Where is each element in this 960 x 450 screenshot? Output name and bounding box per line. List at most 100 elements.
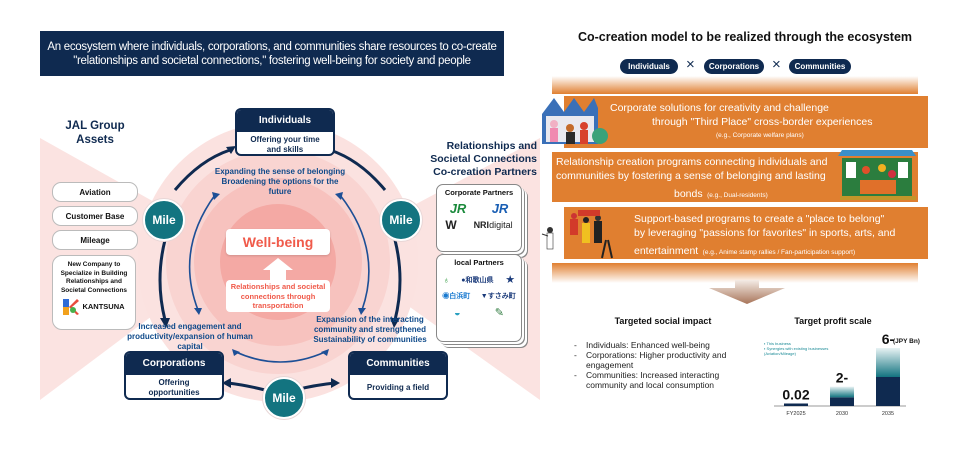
legend-item-this-business: ▪ This business bbox=[764, 341, 791, 346]
arrowhead bbox=[222, 378, 231, 388]
node-individuals: Individuals Offering your time and skill… bbox=[235, 108, 335, 156]
impact-item: Individuals: Enhanced well-being bbox=[572, 340, 752, 350]
node-line: Offering your time bbox=[250, 135, 320, 144]
jal-assets-title-line2: Assets bbox=[76, 134, 114, 146]
new-company-line: New Company to bbox=[67, 261, 121, 268]
times-symbol: × bbox=[686, 56, 695, 73]
jr-east-logo: JR bbox=[449, 201, 467, 216]
jr-west-logo: JR bbox=[491, 201, 509, 216]
bar-synergies-2035 bbox=[876, 348, 900, 377]
inner-arc-left bbox=[188, 194, 216, 311]
kantsuna-logo-text: KANTSUNA bbox=[82, 301, 125, 311]
corporate-logos-row1: JR JR bbox=[437, 201, 521, 216]
ecosystem-banner: An ecosystem where individuals, corporat… bbox=[40, 31, 504, 76]
program-line: Relationship creation programs connectin… bbox=[556, 156, 828, 168]
down-arrow-icon bbox=[709, 280, 785, 304]
arc-mile-to-individuals bbox=[173, 148, 231, 191]
program-example: (e.g., Anime stamp rallies / Fan-partici… bbox=[702, 249, 856, 256]
program-example: (e.g., Corporate welfare plans) bbox=[716, 132, 804, 139]
local-city-logo: ✎ bbox=[494, 307, 504, 319]
inner-arc-bottom bbox=[235, 351, 326, 363]
caption-line: Broadening the options for the future bbox=[221, 177, 339, 196]
new-company-line: Relationships and bbox=[66, 278, 122, 285]
caption-line: Sustainability of communities bbox=[313, 335, 427, 344]
node-communities-title: Communities bbox=[350, 353, 446, 375]
program-line: Support-based programs to create a "plac… bbox=[634, 213, 885, 225]
gradient-band-top bbox=[552, 76, 918, 94]
arc-left-down bbox=[158, 239, 167, 321]
bar-this-business-2035 bbox=[876, 377, 900, 406]
kamishihoro-logo: ♁ bbox=[442, 274, 450, 285]
profit-unit: (JPY Bn) bbox=[893, 338, 920, 345]
corporate-partners-title: Corporate Partners bbox=[444, 188, 514, 197]
community-hut-illustration-icon bbox=[838, 150, 916, 200]
arc-right-down bbox=[393, 239, 402, 321]
node-line: and skills bbox=[266, 145, 304, 154]
caption-communities: Expansion of the interacting community a… bbox=[305, 315, 435, 345]
impact-item: Corporations: Higher productivity and en… bbox=[572, 350, 752, 370]
asset-mileage: Mileage bbox=[52, 230, 138, 250]
impact-title: Targeted social impact bbox=[614, 316, 712, 326]
arrowhead bbox=[160, 318, 170, 328]
node-individuals-body: Offering your time and skills bbox=[237, 132, 333, 154]
wellbeing-label: Well-being bbox=[226, 229, 330, 255]
jal-assets-title: JAL Group Assets bbox=[58, 119, 132, 147]
node-corporations-title: Corporations bbox=[126, 353, 222, 375]
center-sub-line: Relationships and societal bbox=[230, 282, 326, 291]
local-logos-row2: ◉白浜町 ▼すさみ町 bbox=[437, 291, 521, 301]
node-corporations: Corporations Offering opportunities bbox=[124, 351, 224, 400]
legend-label: Synergies with existing businesses (Avia… bbox=[764, 346, 829, 356]
chip-individuals: Individuals bbox=[620, 59, 678, 74]
arrowhead bbox=[331, 378, 340, 388]
data-label-2030: 2- bbox=[836, 370, 849, 386]
bar-this-business-fy2025 bbox=[784, 403, 808, 406]
node-communities: Communities Providing a field bbox=[348, 351, 448, 400]
node-line: opportunities bbox=[148, 388, 200, 397]
x-tick-2035: 2035 bbox=[882, 411, 894, 417]
data-label-fy2025: 0.02 bbox=[782, 387, 809, 403]
wellbeing-initiative-logo: W bbox=[445, 218, 457, 232]
kantsuna-logo: KANTSUNA bbox=[53, 299, 135, 315]
people-illustration-icon bbox=[542, 98, 608, 144]
local-logos-row3: ◒ ✎ bbox=[437, 306, 521, 320]
profit-title: Target profit scale bbox=[794, 316, 872, 326]
gradient-band-bottom bbox=[552, 263, 918, 283]
shirahama-logo: ◉白浜町 bbox=[442, 293, 471, 300]
program-line: bonds bbox=[674, 188, 703, 200]
arrowhead bbox=[212, 192, 220, 200]
mile-badge-bottom: Mile bbox=[263, 377, 305, 419]
arrowhead bbox=[226, 146, 236, 154]
caption-individuals: Expanding the sense of belonging Broaden… bbox=[212, 167, 348, 197]
caption-line: Expansion of the interacting bbox=[316, 315, 424, 324]
caption-line: community and strengthened bbox=[313, 325, 426, 334]
co-creation-title: Co-creation model to be realized through… bbox=[577, 30, 913, 44]
node-individuals-title: Individuals bbox=[237, 110, 333, 132]
impact-item: Communities: Increased interacting commu… bbox=[572, 370, 752, 390]
impact-list: Individuals: Enhanced well-being Corpora… bbox=[572, 340, 752, 390]
inner-arc-right bbox=[339, 194, 370, 311]
up-arrow bbox=[263, 258, 293, 280]
program-line: communities by fostering a sense of belo… bbox=[556, 170, 826, 182]
bar-this-business-2030 bbox=[830, 397, 854, 406]
program-line: Corporate solutions for creativity and c… bbox=[610, 102, 829, 114]
asset-aviation: Aviation bbox=[52, 182, 138, 202]
arrowhead bbox=[358, 308, 366, 315]
node-line: Offering bbox=[158, 378, 190, 387]
new-company-line: Specialize in Building bbox=[60, 269, 128, 277]
kantsuna-logo-icon bbox=[63, 299, 80, 315]
chip-corporations: Corporations bbox=[704, 59, 764, 74]
corporate-partners-card: Corporate Partners JR JR W NRIdigital bbox=[436, 184, 522, 252]
local-partners-title: local Partners bbox=[454, 258, 504, 267]
mile-badge-right: Mile bbox=[380, 199, 422, 241]
node-communities-body: Providing a field bbox=[366, 383, 430, 392]
wakayama-logo: ●和歌山県 bbox=[461, 276, 494, 284]
jal-assets-title-line1: JAL Group bbox=[65, 120, 125, 132]
legend-item-synergies: ▪ Synergies with existing businesses (Av… bbox=[764, 346, 829, 356]
city-star-logo: ★ bbox=[505, 274, 516, 286]
arrowhead bbox=[232, 349, 240, 356]
caption-line: productivity/expansion of human capital bbox=[127, 332, 253, 351]
chip-communities: Communities bbox=[789, 59, 851, 74]
times-symbol: × bbox=[772, 56, 781, 73]
data-label-2035: 6- bbox=[882, 331, 895, 347]
